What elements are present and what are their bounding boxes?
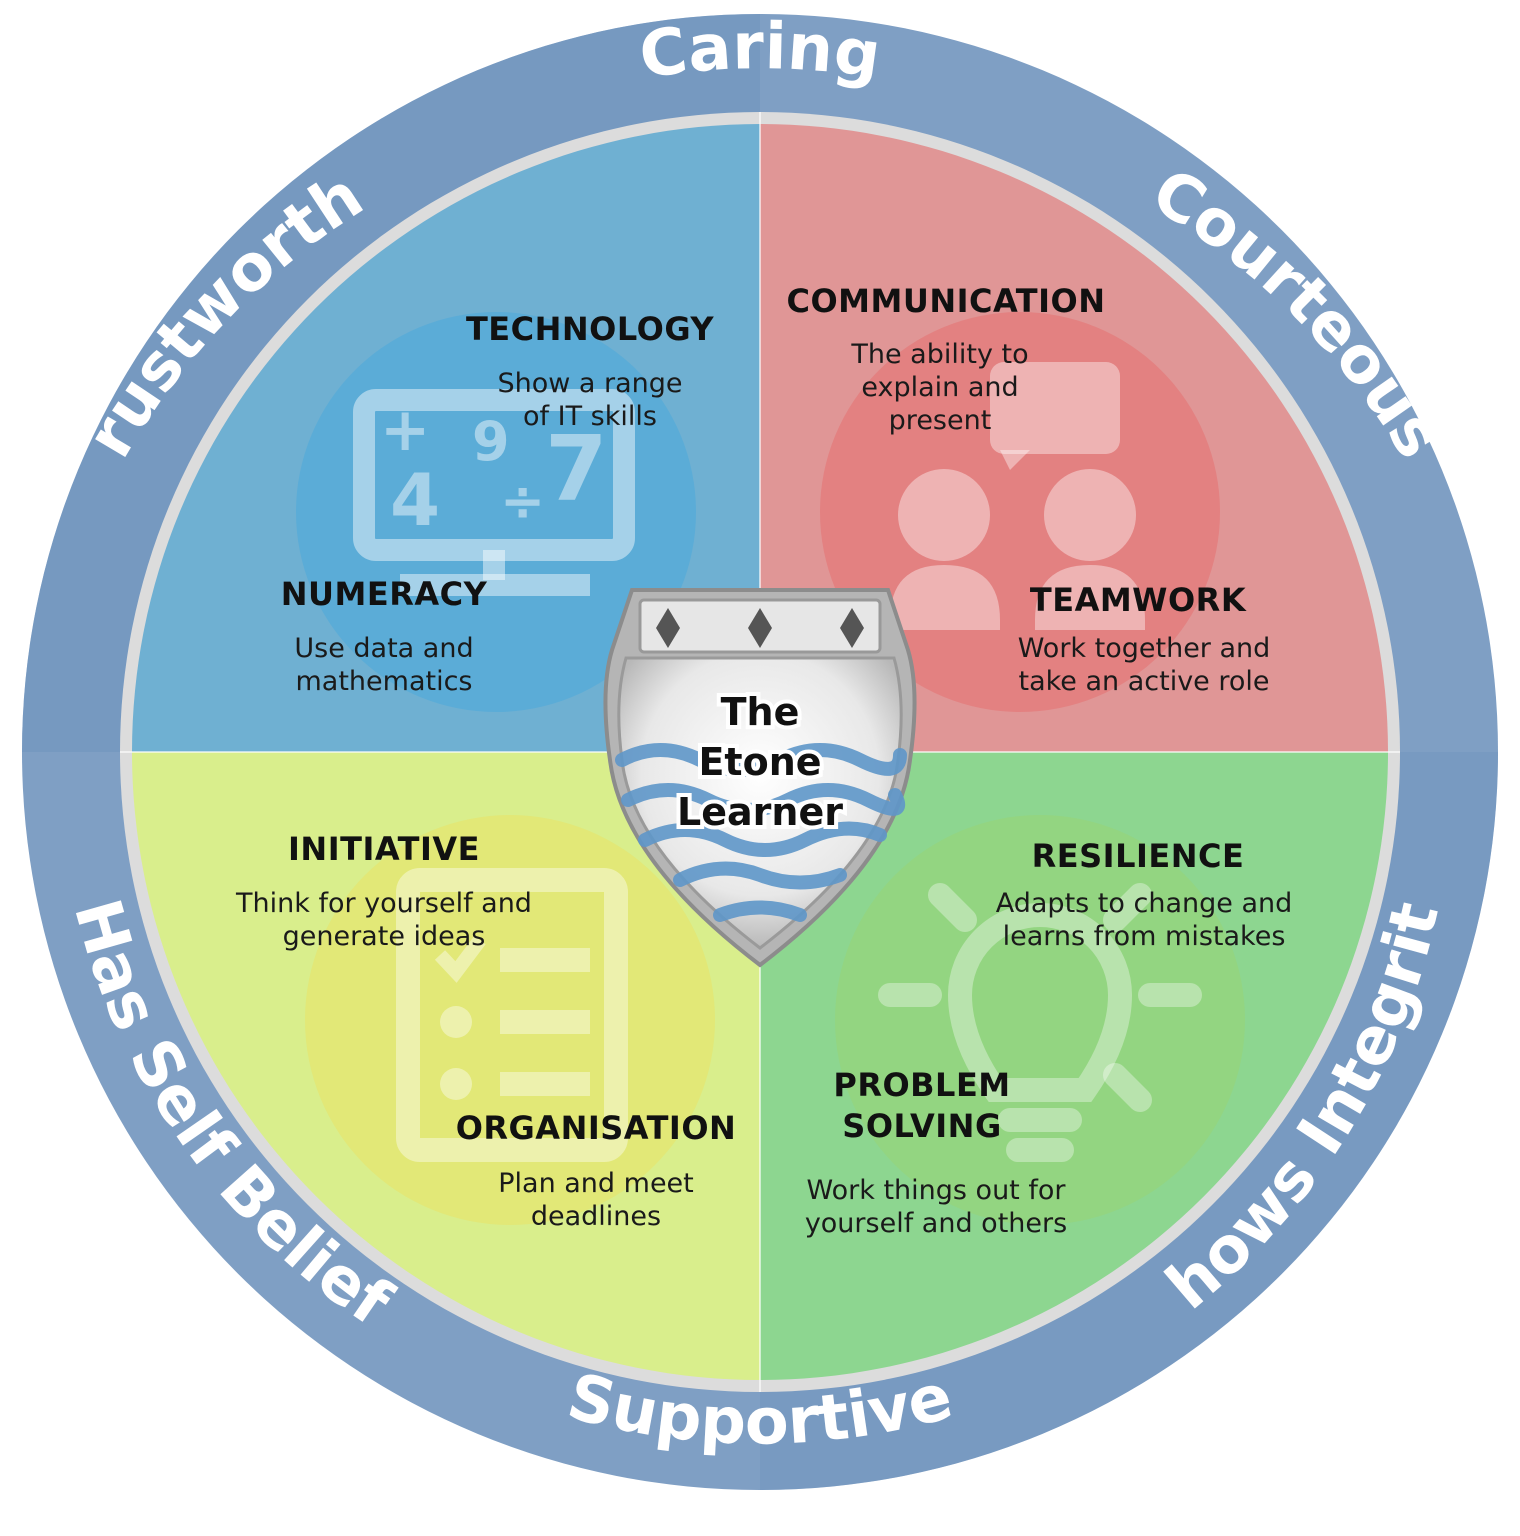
shield-text-line1: The [721,690,800,734]
communication-desc-line1: The ability to [850,339,1028,370]
diamond-icon [656,608,680,648]
numeracy-desc-line1: Use data and [294,633,473,664]
svg-text:9: 9 [472,410,510,473]
lightbulb-icon [878,883,1202,1162]
communication-skill: COMMUNICATION The ability to explain and… [786,282,1105,436]
communication-desc-line2: explain and [861,372,1018,403]
people-speech-icon [890,362,1145,630]
svg-text:+: + [380,395,430,465]
numeracy-title: NUMERACY [281,575,488,613]
technology-desc-line2: of IT skills [523,401,657,432]
etone-shield: The Etone Learner [603,588,917,968]
shield-waves-icon [615,743,907,922]
problem-solving-desc-line1: Work things out for [807,1175,1067,1206]
organisation-desc-line2: deadlines [531,1201,661,1232]
organisation-skill: ORGANISATION Plan and meet deadlines [456,1109,737,1232]
numeracy-skill: NUMERACY Use data and mathematics [281,575,488,697]
initiative-desc-line1: Think for yourself and [235,888,532,919]
resilience-skill: RESILIENCE Adapts to change and learns f… [996,837,1293,952]
problem-solving-desc-line2: yourself and others [805,1208,1067,1239]
organisation-desc-line1: Plan and meet [498,1168,694,1199]
diamond-icon [840,608,864,648]
teamwork-title: TEAMWORK [1030,581,1247,619]
shield-text-line2: Etone [698,740,821,784]
organisation-title: ORGANISATION [456,1109,737,1147]
diamond-icon [748,608,772,648]
resilience-desc-line1: Adapts to change and [996,888,1293,919]
communication-desc-line3: present [889,405,992,436]
numeracy-desc-line2: mathematics [295,666,472,697]
teamwork-desc-line2: take an active role [1018,666,1269,697]
problem-solving-title-line2: SOLVING [842,1107,1001,1145]
resilience-desc-line2: learns from mistakes [1003,921,1286,952]
clipboard-checklist-icon [396,868,628,1162]
svg-text:4: 4 [390,458,440,542]
communication-icon-circle [820,312,1220,712]
shield-text-line3: Learner [677,790,843,834]
checklist-bullets [434,935,486,1100]
problem-solving-skill: PROBLEM SOLVING Work things out for your… [805,1066,1067,1239]
initiative-icon-circle [305,815,715,1225]
resilience-icon-circle [835,815,1245,1225]
technology-desc-line1: Show a range [497,368,682,399]
computer-maths-icon [353,389,635,596]
initiative-title: INITIATIVE [288,830,480,868]
initiative-skill: INITIATIVE Think for yourself and genera… [235,830,532,952]
svg-text:7: 7 [545,417,608,522]
resilience-title: RESILIENCE [1032,837,1245,875]
maths-symbols: + 4 9 ÷ 7 [380,395,608,542]
technology-title: TECHNOLOGY [466,310,714,348]
value-caring: Caring [635,10,885,94]
svg-text:÷: ÷ [500,470,545,533]
teamwork-desc-line1: Work together and [1018,633,1271,664]
technology-icon-circle [296,312,696,712]
problem-solving-title-line1: PROBLEM [833,1066,1010,1104]
communication-title: COMMUNICATION [786,282,1105,320]
teamwork-skill: TEAMWORK Work together and take an activ… [1018,581,1271,697]
initiative-desc-line2: generate ideas [283,921,486,952]
technology-skill: TECHNOLOGY Show a range of IT skills [466,310,714,432]
